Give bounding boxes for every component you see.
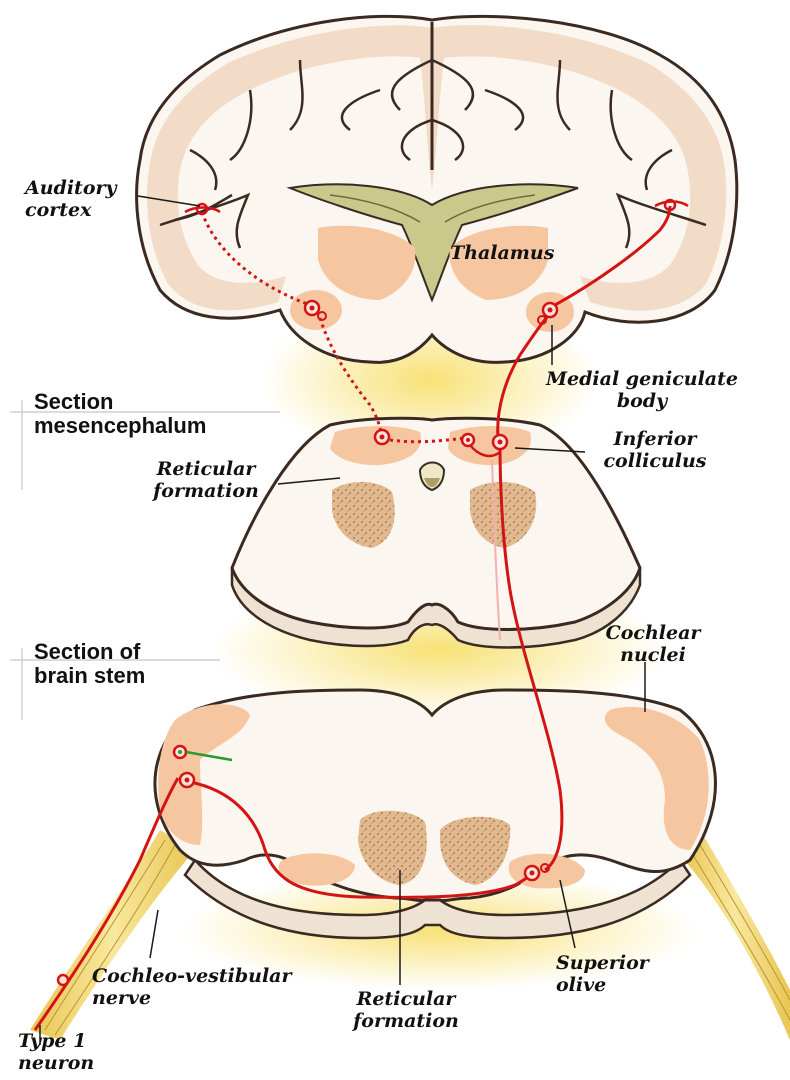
label-line: Section of <box>34 640 145 664</box>
label-line: Reticular <box>336 988 476 1010</box>
label-line: nerve <box>92 987 292 1009</box>
label-line: Cochleo-vestibular <box>92 965 292 987</box>
label-line: nuclei <box>588 644 718 666</box>
label-auditory-cortex: Auditory cortex <box>25 177 117 221</box>
label-line: Medial geniculate <box>522 368 762 390</box>
label-cochlear-nuclei: Cochlear nuclei <box>588 622 718 666</box>
label-line: Type 1 <box>18 1030 94 1052</box>
label-inferior-colliculus: Inferior colliculus <box>585 428 725 472</box>
label-line: Section <box>34 390 206 414</box>
label-medial-geniculate-body: Medial geniculate body <box>522 368 762 412</box>
mesencephalon-outline <box>232 418 640 629</box>
label-line: body <box>522 390 762 412</box>
label-line: Auditory <box>25 177 117 199</box>
cerebrum-section <box>137 16 737 362</box>
label-superior-olive: Superior olive <box>556 952 649 996</box>
label-line: neuron <box>18 1052 94 1074</box>
label-line: Inferior <box>585 428 725 450</box>
label-section-brain-stem: Section of brain stem <box>34 640 145 688</box>
label-line: cortex <box>25 199 117 221</box>
label-line: colliculus <box>585 450 725 472</box>
label-line: formation <box>132 480 280 502</box>
label-reticular-formation-lower: Reticular formation <box>336 988 476 1032</box>
label-thalamus: Thalamus <box>450 242 554 264</box>
label-cochleo-vestibular-nerve: Cochleo-vestibular nerve <box>92 965 292 1009</box>
label-line: formation <box>336 1010 476 1032</box>
label-type1-neuron: Type 1 neuron <box>18 1030 94 1074</box>
label-line: Reticular <box>132 458 280 480</box>
label-section-mesencephalum: Section mesencephalum <box>34 390 206 438</box>
label-line: olive <box>556 974 649 996</box>
label-line: brain stem <box>34 664 145 688</box>
label-line: Superior <box>556 952 649 974</box>
type1-neuron-cell <box>58 975 68 985</box>
label-reticular-formation-upper: Reticular formation <box>132 458 280 502</box>
synapse-colliculus-left <box>375 430 389 444</box>
label-line: mesencephalum <box>34 414 206 438</box>
label-line: Cochlear <box>588 622 718 644</box>
mesencephalon-section <box>232 418 640 647</box>
